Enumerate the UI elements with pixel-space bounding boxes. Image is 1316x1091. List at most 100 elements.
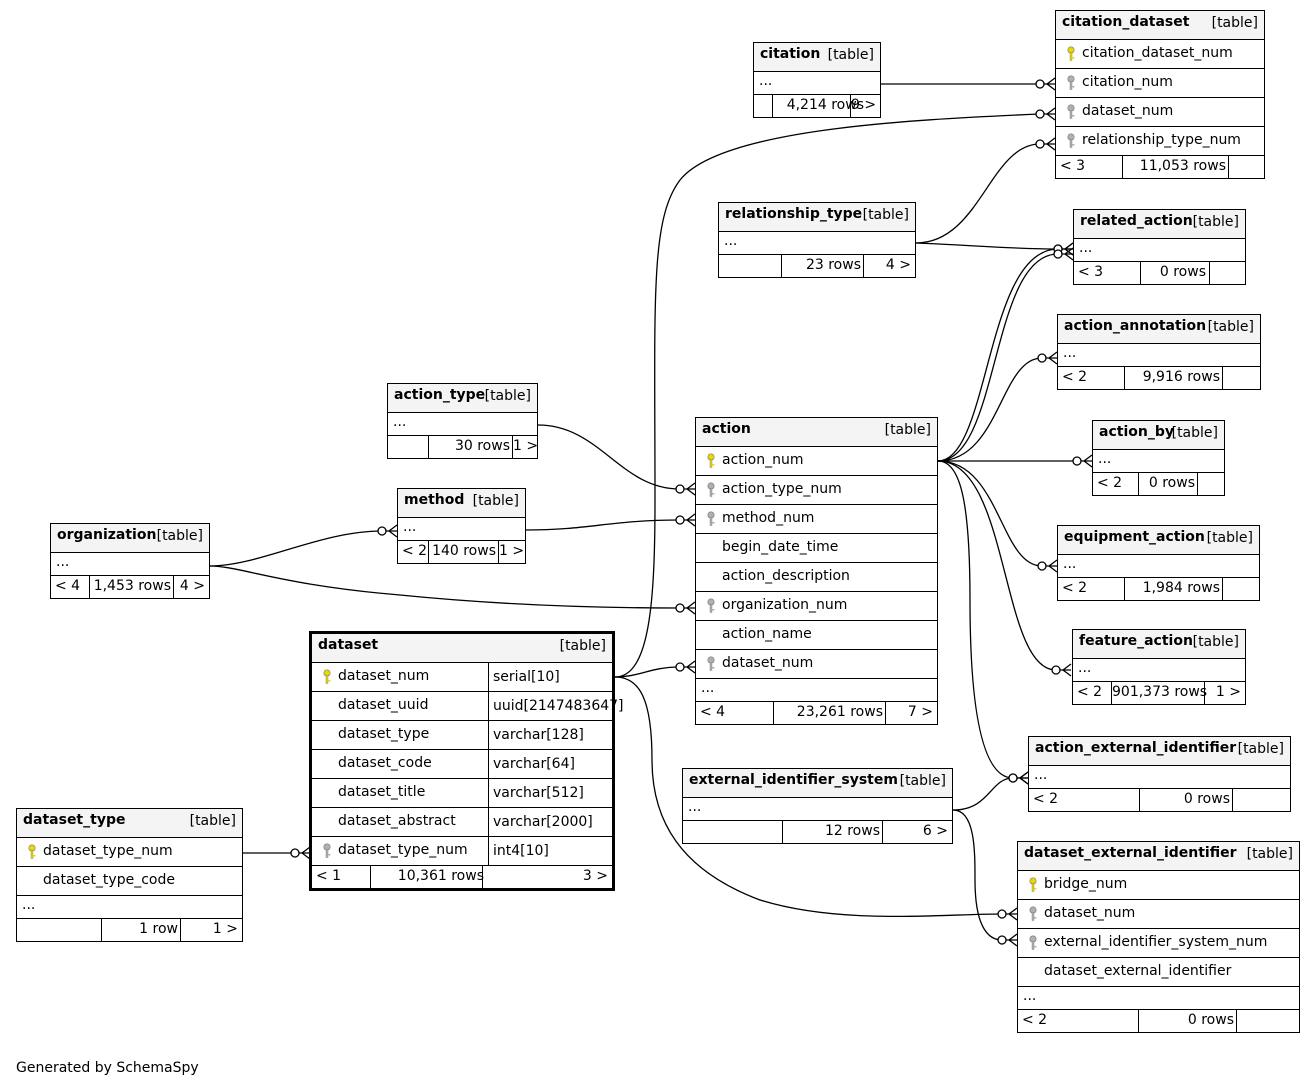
child-count[interactable] <box>1222 578 1259 600</box>
parent-count[interactable]: < 3 <box>1078 264 1104 280</box>
parent-count[interactable]: < 4 <box>55 578 81 594</box>
parent-count[interactable] <box>388 436 428 458</box>
column-row[interactable]: bridge_num <box>1018 871 1299 900</box>
optional-marker <box>1008 773 1018 783</box>
parent-count[interactable]: < 3 <box>1060 158 1086 174</box>
column-row[interactable]: dataset_num <box>1018 900 1299 929</box>
column-row[interactable]: action_name <box>696 621 937 650</box>
column-row[interactable]: dataset_type_num <box>17 838 242 867</box>
child-count[interactable] <box>1222 367 1260 389</box>
column-row[interactable]: ... <box>1058 344 1260 367</box>
column-row[interactable]: external_identifier_system_num <box>1018 929 1299 958</box>
child-count[interactable]: 1 > <box>498 541 525 563</box>
column-row[interactable]: ... <box>17 896 242 919</box>
column-row[interactable]: organization_num <box>696 592 937 621</box>
column-row[interactable]: action_num <box>696 447 937 476</box>
column-row[interactable]: ... <box>1058 555 1259 578</box>
parent-count[interactable] <box>683 821 782 843</box>
parent-count[interactable]: < 2 <box>1062 580 1088 596</box>
child-count[interactable]: 1 > <box>1204 682 1245 704</box>
table-dataset-external-identifier[interactable]: dataset_external_identifier[table]bridge… <box>1017 841 1300 1033</box>
column-row[interactable]: citation_num <box>1056 69 1264 98</box>
child-count[interactable] <box>1232 789 1290 811</box>
column-row[interactable]: ... <box>1093 450 1224 473</box>
child-count[interactable] <box>1209 262 1245 284</box>
column-row[interactable]: method_num <box>696 505 937 534</box>
column-row[interactable]: ... <box>696 679 937 702</box>
column-row[interactable]: ... <box>51 553 209 576</box>
table-name: organization <box>57 527 157 543</box>
table-name: citation_dataset <box>1062 14 1190 30</box>
column-row[interactable]: ... <box>683 798 952 821</box>
child-count[interactable] <box>1197 473 1224 495</box>
parent-count[interactable]: < 2 <box>402 543 428 559</box>
parent-count[interactable]: < 4 <box>700 704 726 720</box>
parent-count[interactable] <box>17 919 101 941</box>
child-count[interactable]: 1 > <box>512 436 538 458</box>
parent-count[interactable]: < 2 <box>1033 791 1059 807</box>
optional-marker <box>1008 773 1018 783</box>
column-row[interactable]: action_description <box>696 563 937 592</box>
column-row[interactable]: ... <box>719 232 915 255</box>
column-row[interactable]: ... <box>1074 239 1245 262</box>
column-row[interactable]: dataset_external_identifier <box>1018 958 1299 987</box>
child-count[interactable]: 4 > <box>173 576 209 598</box>
parent-count[interactable]: < 2 <box>1077 684 1103 700</box>
column-row[interactable]: ... <box>388 413 537 436</box>
column-row[interactable]: ... <box>754 72 880 95</box>
crowfoot-marker <box>1006 907 1018 921</box>
column-row[interactable]: dataset_num <box>696 650 937 679</box>
column-row[interactable]: begin_date_time <box>696 534 937 563</box>
child-count[interactable]: 4 > <box>863 255 915 277</box>
column-row[interactable]: relationship_type_num <box>1056 127 1264 156</box>
child-count[interactable] <box>1228 156 1264 178</box>
parent-count[interactable] <box>754 95 772 117</box>
parent-count[interactable]: < 2 <box>1022 1012 1048 1028</box>
column-row[interactable]: dataset_num <box>1056 98 1264 127</box>
parent-count[interactable]: < 2 <box>1097 475 1123 491</box>
child-count[interactable]: 7 > <box>885 702 937 724</box>
table-header: dataset_type[table] <box>17 809 242 838</box>
column-row[interactable]: ... <box>1018 987 1299 1010</box>
child-count[interactable] <box>1236 1010 1299 1032</box>
table-name: method <box>404 492 465 508</box>
table-citation-dataset[interactable]: citation_dataset[table]citation_dataset_… <box>1055 10 1265 179</box>
column-row[interactable]: ... <box>398 518 525 541</box>
column-row[interactable]: action_type_num <box>696 476 937 505</box>
column-row[interactable]: ... <box>1073 659 1245 682</box>
parent-count[interactable] <box>719 255 781 277</box>
table-name: external_identifier_system <box>689 772 898 788</box>
child-count[interactable]: 3 > <box>482 866 612 888</box>
child-count[interactable]: 1 > <box>180 919 242 941</box>
child-count[interactable]: 6 > <box>882 821 952 843</box>
parent-count[interactable]: < 2 <box>1062 369 1088 385</box>
column-row[interactable]: ... <box>1029 766 1290 789</box>
table-external-identifier-system[interactable]: external_identifier_system[table]...12 r… <box>682 768 953 844</box>
column-row[interactable]: citation_dataset_num <box>1056 40 1264 69</box>
column-row[interactable]: dataset_type_code <box>17 867 242 896</box>
table-header: external_identifier_system[table] <box>683 769 952 798</box>
child-count[interactable]: 9 > <box>850 95 880 117</box>
parent-count[interactable]: < 1 <box>316 868 342 884</box>
